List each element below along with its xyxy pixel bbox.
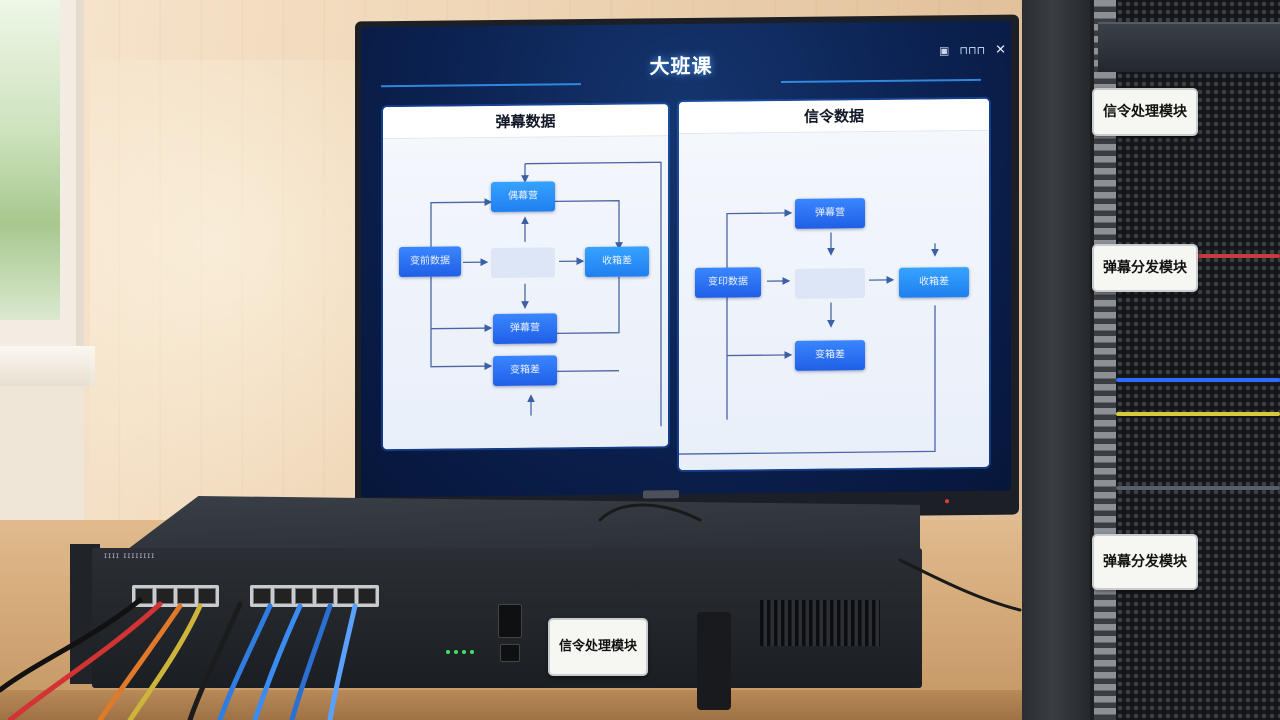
ethernet-port[interactable] — [253, 588, 271, 604]
port-block — [250, 585, 379, 607]
rack-cable-red — [1116, 254, 1280, 258]
monitor-cable — [598, 503, 702, 522]
cable-blue — [217, 603, 273, 720]
panel-danmaku-data: 弹幕数据 — [383, 104, 668, 450]
monitor-screen: 大班课 ▣ ⊓⊓⊓ ✕ 弹幕数据 — [361, 20, 1011, 498]
switch-power-cable — [898, 558, 1022, 612]
status-led — [454, 650, 458, 654]
switch-vent — [760, 600, 880, 646]
switch-handle — [697, 612, 731, 710]
cable-orange — [97, 603, 183, 720]
reset-button[interactable] — [500, 644, 520, 662]
rack-switch-unit — [1098, 22, 1280, 72]
ethernet-port[interactable] — [198, 588, 216, 604]
power-switch[interactable] — [498, 604, 522, 638]
panel-body: 偶幕营 变前数据 收箱差 弹幕营 变箱差 — [383, 136, 668, 450]
rack-label-signaling: 信令处理模块 — [1092, 88, 1198, 136]
ethernet-port[interactable] — [274, 588, 292, 604]
cable-blue — [252, 603, 303, 720]
ethernet-port[interactable] — [337, 588, 355, 604]
window-glass — [0, 0, 60, 320]
status-led — [446, 650, 450, 654]
switch-brand: ɪɪɪɪ ɪɪɪɪɪɪɪɪ — [104, 551, 156, 560]
ethernet-port[interactable] — [177, 588, 195, 604]
port-block — [132, 585, 219, 607]
rack-cable-yellow — [1116, 412, 1280, 416]
rack-post — [1022, 0, 1090, 720]
cable-black — [0, 597, 143, 693]
rack-unit-strip — [1116, 486, 1280, 490]
wall-lower — [0, 386, 84, 546]
cable-red — [7, 601, 163, 720]
panel-signaling-data: 信令数据 — [679, 98, 989, 471]
cable-yellow — [127, 603, 203, 720]
desk-edge — [0, 690, 1040, 720]
window-frame — [0, 0, 84, 360]
ethernet-port[interactable] — [295, 588, 313, 604]
rack-label-danmaku: 弹幕分发模块 — [1092, 244, 1198, 292]
cable-blue — [289, 603, 333, 720]
cable-black — [187, 601, 243, 720]
monitor: 大班课 ▣ ⊓⊓⊓ ✕ 弹幕数据 — [355, 14, 1019, 522]
panel-body: 弹幕营 变印数据 收箱差 变箱差 — [679, 130, 989, 471]
flow-arrows — [430, 161, 662, 427]
ethernet-port[interactable] — [156, 588, 174, 604]
status-led — [470, 650, 474, 654]
rack-cable-blue — [1116, 378, 1280, 382]
switch-label: 信令处理模块 — [548, 618, 648, 676]
ethernet-port[interactable] — [316, 588, 334, 604]
cable-blue — [327, 603, 358, 720]
window-sill — [0, 346, 95, 386]
rack-label-danmaku: 弹幕分发模块 — [1092, 534, 1198, 590]
status-led — [462, 650, 466, 654]
flow-arrows — [679, 209, 939, 455]
ethernet-port[interactable] — [358, 588, 376, 604]
